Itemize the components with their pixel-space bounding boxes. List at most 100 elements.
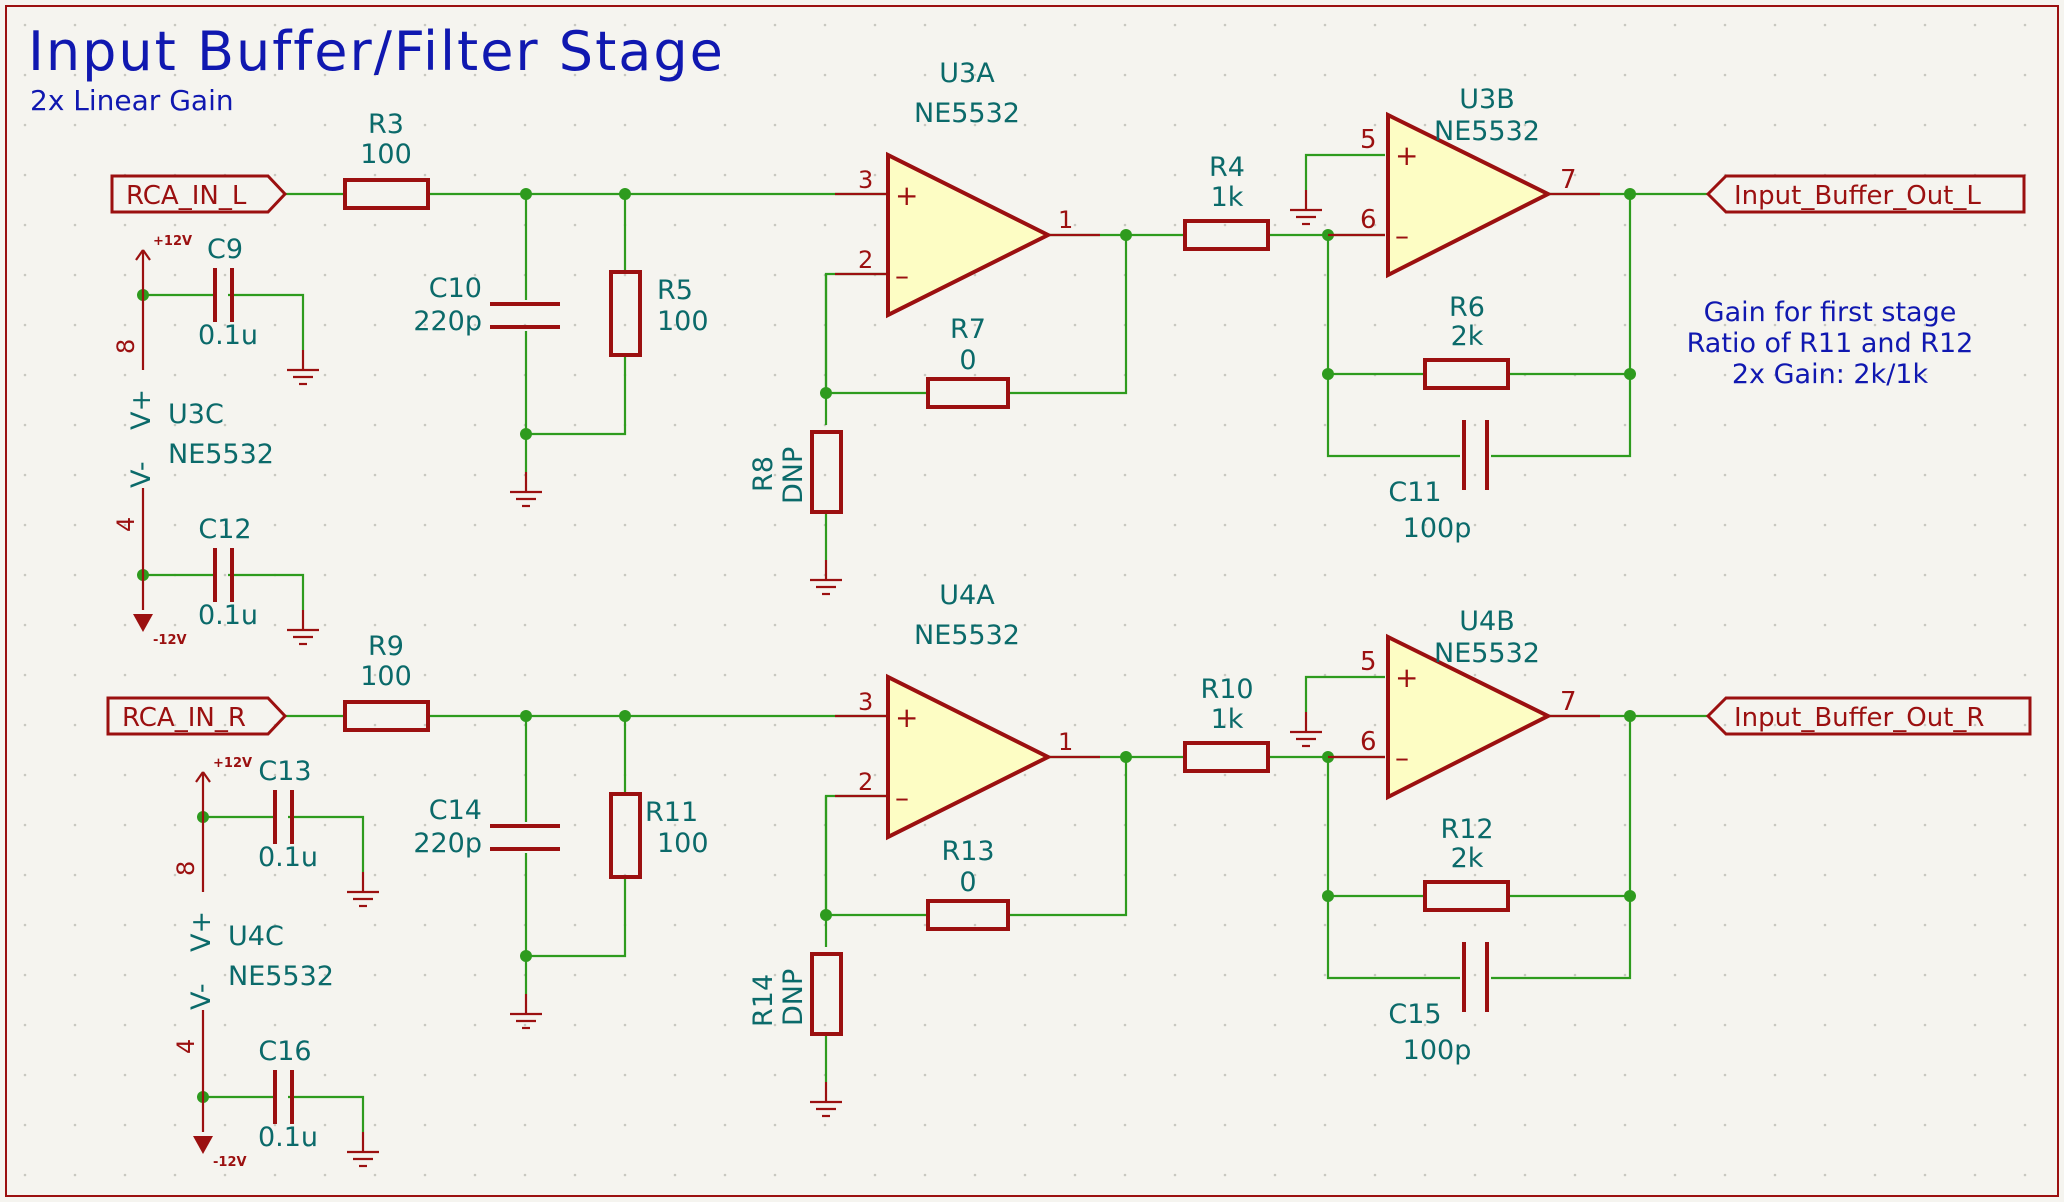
resistor-r7[interactable]: R7 0	[926, 314, 1010, 409]
c9-value: 0.1u	[198, 320, 258, 351]
net-label-out-r-text: Input_Buffer_Out_R	[1734, 703, 1984, 733]
resistor-r4[interactable]: R4 1k	[1183, 152, 1270, 251]
net-label-input-buffer-out-r[interactable]: Input_Buffer_Out_R	[1705, 696, 2032, 736]
u4c-pin-8: 8	[172, 861, 200, 876]
net-label-rca-in-l[interactable]: RCA_IN_L	[110, 174, 288, 214]
net-label-input-buffer-out-l[interactable]: Input_Buffer_Out_L	[1705, 174, 2026, 214]
r9-ref: R9	[368, 631, 404, 662]
r13-ref: R13	[941, 836, 994, 867]
resistor-r13[interactable]: R13 0	[926, 836, 1010, 931]
c10-value: 220p	[413, 306, 482, 337]
c9-ref: C9	[207, 234, 243, 265]
u3c-vpos: V+	[126, 389, 157, 430]
capacitor-c16[interactable]: C16 0.1u	[258, 1036, 318, 1153]
capacitor-c15[interactable]: C15 100p	[1388, 942, 1535, 1066]
sheet-title: Input Buffer/Filter Stage	[28, 20, 725, 83]
opamp-u3b[interactable]: + – 5 6 7 U3B NE5532	[1328, 84, 1600, 279]
resistor-r12[interactable]: R12 2k	[1423, 814, 1510, 912]
c14-value: 220p	[413, 828, 482, 859]
u3c-vpos-label: +12V	[153, 234, 192, 249]
note-line-2: Ratio of R11 and R12	[1687, 328, 1974, 359]
c15-ref: C15	[1388, 999, 1441, 1030]
net-label-rca-in-r-text: RCA_IN_R	[122, 703, 246, 733]
r10-ref: R10	[1200, 674, 1253, 705]
u4c-pin-4: 4	[172, 1039, 200, 1054]
r7-value: 0	[959, 345, 976, 376]
resistor-r8[interactable]: R8 DNP	[748, 430, 843, 514]
u4a-pin-3: 3	[858, 688, 873, 716]
resistor-r14[interactable]: R14 DNP	[748, 952, 843, 1036]
u3b-pin-6: 6	[1360, 205, 1377, 235]
u4a-pin-1: 1	[1058, 728, 1073, 756]
r3-value: 100	[360, 139, 412, 170]
r5-ref: R5	[657, 275, 693, 306]
resistor-r11[interactable]: R11 100	[609, 792, 709, 879]
u4b-minus: –	[1395, 741, 1409, 774]
sheet-subtitle: 2x Linear Gain	[30, 84, 234, 117]
r12-value: 2k	[1451, 843, 1484, 874]
u3a-pin-1: 1	[1058, 206, 1073, 234]
u3b-pin-7: 7	[1560, 165, 1577, 195]
u3b-pin-5: 5	[1360, 125, 1377, 155]
resistor-r6[interactable]: R6 2k	[1423, 292, 1510, 390]
r6-ref: R6	[1449, 292, 1485, 323]
u3a-ref: U3A	[939, 58, 995, 89]
note-line-3: 2x Gain: 2k/1k	[1732, 359, 1929, 390]
c14-ref: C14	[429, 795, 482, 826]
u3c-vneg: V-	[126, 461, 157, 488]
capacitor-c11[interactable]: C11 100p	[1388, 420, 1535, 544]
u3c-pin-4: 4	[112, 517, 140, 532]
net-label-rca-in-r[interactable]: RCA_IN_R	[106, 696, 288, 736]
u4b-pin-5: 5	[1360, 647, 1377, 677]
u3b-minus: –	[1395, 219, 1409, 252]
r11-value: 100	[657, 828, 709, 859]
resistor-r10[interactable]: R10 1k	[1183, 674, 1270, 773]
r4-value: 1k	[1211, 182, 1244, 213]
r6-value: 2k	[1451, 321, 1484, 352]
resistor-r9[interactable]: R9 100	[343, 631, 430, 732]
net-label-out-l-text: Input_Buffer_Out_L	[1734, 181, 1981, 211]
capacitor-c12[interactable]: C12 0.1u	[198, 514, 258, 631]
c16-value: 0.1u	[258, 1122, 318, 1153]
gain-note: Gain for first stage Ratio of R11 and R1…	[1687, 297, 1974, 390]
capacitor-c10[interactable]: C10 220p	[413, 270, 560, 345]
r14-ref: R14	[748, 974, 779, 1027]
r7-ref: R7	[950, 314, 986, 345]
opamp-u3c-power[interactable]: +12V -12V 8 4 V+ V- U3C NE5532	[112, 234, 274, 648]
u3c-ref: U3C	[168, 399, 224, 430]
opamp-u4c-power[interactable]: +12V -12V 8 4 V+ V- U4C NE5532	[172, 756, 334, 1170]
u4c-vneg-label: -12V	[213, 1155, 247, 1170]
u3a-part: NE5532	[914, 98, 1020, 129]
opamp-u3a[interactable]: + – 3 2 1 U3A NE5532	[835, 58, 1100, 319]
net-label-rca-in-l-text: RCA_IN_L	[126, 181, 247, 211]
opamp-u4b[interactable]: + – 5 6 7 U4B NE5532	[1328, 606, 1600, 801]
u3c-vneg-label: -12V	[153, 633, 187, 648]
u4a-plus: +	[895, 701, 918, 734]
opamp-u4a[interactable]: + – 3 2 1 U4A NE5532	[835, 580, 1100, 841]
right-channel: RCA_IN_R R9 100 C14 220p R11 100 + – 3 2	[106, 580, 2032, 1170]
note-line-1: Gain for first stage	[1704, 297, 1957, 328]
capacitor-c13[interactable]: C13 0.1u	[258, 756, 318, 873]
resistor-r3[interactable]: R3 100	[343, 109, 430, 210]
r13-value: 0	[959, 867, 976, 898]
c16-ref: C16	[258, 1036, 311, 1067]
c15-value: 100p	[1403, 1035, 1472, 1066]
r9-value: 100	[360, 661, 412, 692]
u4c-vpos: V+	[186, 911, 217, 952]
c12-ref: C12	[198, 514, 251, 545]
c11-ref: C11	[1388, 477, 1441, 508]
capacitor-c14[interactable]: C14 220p	[413, 792, 560, 867]
resistor-r5[interactable]: R5 100	[609, 270, 709, 357]
u3a-minus: –	[895, 259, 909, 292]
r8-ref: R8	[748, 456, 779, 492]
r4-ref: R4	[1209, 152, 1245, 183]
c12-value: 0.1u	[198, 600, 258, 631]
capacitor-c9[interactable]: C9 0.1u	[198, 234, 258, 351]
r5-value: 100	[657, 306, 709, 337]
r12-ref: R12	[1440, 814, 1493, 845]
u3c-part: NE5532	[168, 439, 274, 470]
u3a-pin-2: 2	[858, 246, 873, 274]
r11-ref: R11	[645, 797, 698, 828]
left-channel: RCA_IN_L R3 100 C10 220p R5 100 +	[110, 58, 2026, 648]
